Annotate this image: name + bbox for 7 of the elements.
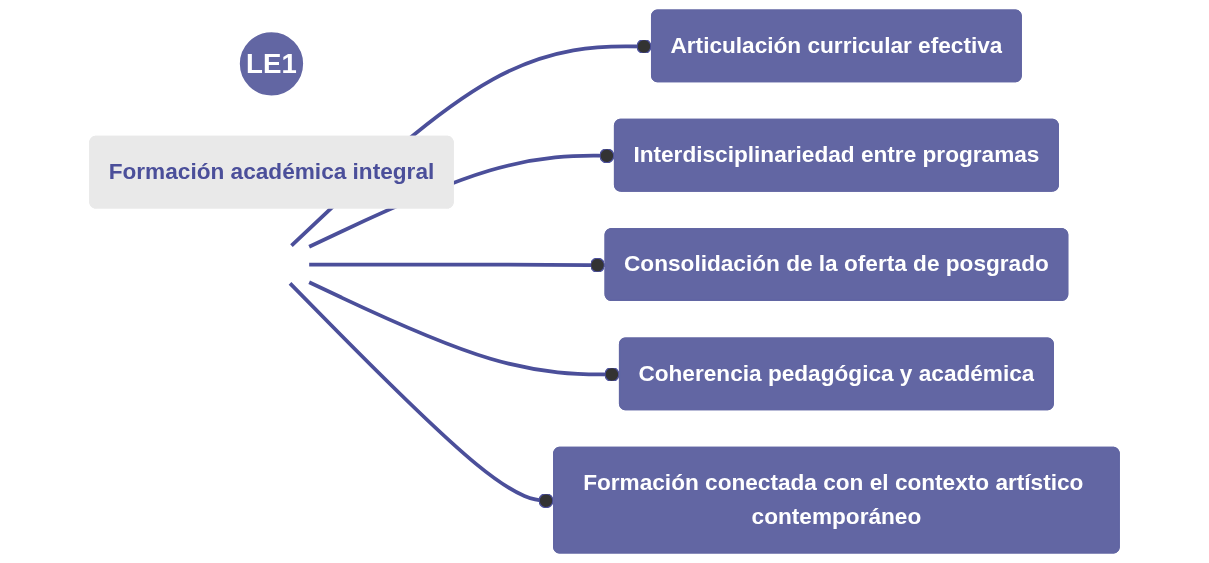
item-pill: Articulación curricular efectiva (651, 9, 1022, 83)
item-pill: Coherencia pedagógica y académica (618, 337, 1054, 411)
item-pill: Formación conectada con el contexto artístico contemporáneo (553, 446, 1120, 554)
item-pill: Interdisciplinariedad entre programas (613, 118, 1059, 192)
connector-line (309, 257, 606, 273)
topic-box: Formación académica integral (89, 135, 454, 209)
item-pill: Consolidación de la oferta de posgrado (604, 228, 1069, 301)
